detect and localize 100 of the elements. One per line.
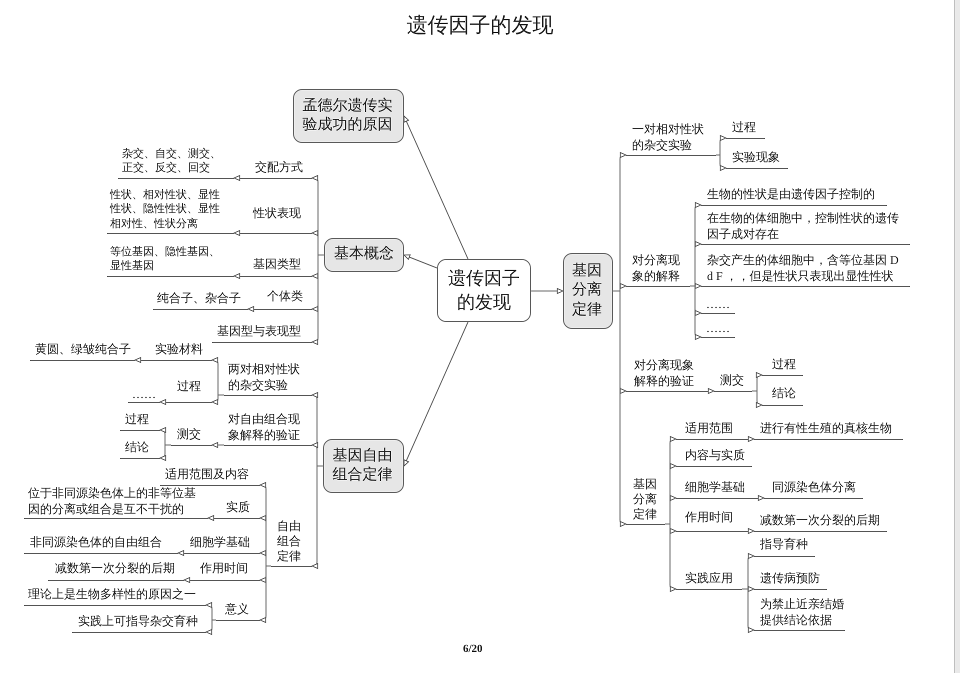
- topic-label: 一对相对性状的杂交实验: [632, 122, 705, 154]
- connector-arrow: [690, 286, 702, 340]
- topic-label: 指导育种: [760, 537, 808, 553]
- topic-label: 对自由组合现象解释的验证: [228, 412, 301, 444]
- topic-label: 实践应用: [685, 571, 733, 587]
- branch-topic: [762, 357, 803, 376]
- connector-arrow: [312, 254, 324, 345]
- connector-arrow: [742, 588, 754, 633]
- branch-topic: [72, 614, 206, 632]
- branch-topic: [120, 440, 160, 458]
- topic-label: 位于非同源染色体上的非等位基因的分离或组合是互不干扰的: [28, 486, 197, 518]
- branch-topic: [120, 412, 160, 430]
- branch-topic: [676, 480, 758, 498]
- topic-label: 过程: [125, 412, 149, 428]
- branch-topic: [153, 291, 248, 310]
- topic-label: 对分离现象的解释: [632, 253, 681, 284]
- topic-label: 杂交产生的体细胞中，含等位基因 D d F ，，但是性状只表现出显性性状: [707, 253, 900, 284]
- topic-label: 杂交、自交、测交、正交、反交、回交: [122, 147, 222, 176]
- topic-label: 交配方式: [255, 160, 303, 176]
- topic-label: 适用范围及内容: [165, 467, 249, 483]
- branch-topic: [107, 245, 234, 276]
- branch-topic: [24, 535, 178, 554]
- topic-label: 适用范围: [685, 421, 733, 437]
- branch-topic: [212, 324, 312, 342]
- connector-arrow: [312, 466, 324, 569]
- connector-arrow: [212, 394, 224, 405]
- topic-label: 过程: [772, 357, 796, 373]
- connector-arrow: [716, 154, 726, 171]
- topic-label: 作用时间: [685, 510, 733, 526]
- branch-topic: [726, 150, 788, 168]
- topic-label: 基因分离定律: [572, 262, 603, 320]
- branch-topic: [676, 448, 752, 466]
- connector-arrow: [664, 524, 676, 592]
- branch-topic: [171, 427, 212, 446]
- branch-topic: [214, 500, 260, 518]
- connector-arrow: [260, 566, 272, 623]
- topic-label: 基本概念: [334, 245, 394, 264]
- branch-topic: [240, 160, 312, 178]
- connector-arrow: [404, 116, 468, 260]
- connector-arrow: [134, 357, 142, 363]
- branch-topic: [764, 480, 863, 498]
- topic-label: 测交: [720, 373, 744, 389]
- topic-label: 两对相对性状的杂交实验: [228, 362, 301, 394]
- diagram-title: 遗传因子的发现: [406, 12, 554, 39]
- branch-topic: [714, 373, 752, 392]
- branch-topic: [754, 537, 815, 556]
- topic-label: 基因分离定律: [633, 477, 658, 522]
- topic-label: 个体类: [267, 289, 303, 305]
- branch-topic: [107, 188, 234, 234]
- topic-label: 减数第一次分裂的后期: [55, 561, 175, 577]
- connector-arrow: [178, 550, 184, 556]
- branch-topic: [626, 358, 708, 392]
- connector-arrow: [234, 230, 240, 236]
- connector-arrow: [752, 390, 762, 408]
- topic-label: 意义: [225, 602, 249, 618]
- branch-topic: [30, 342, 135, 360]
- connector-arrow: [212, 442, 224, 448]
- topic-label: 在生物的体细胞中，控制性状的遗传因子成对存在: [707, 211, 900, 242]
- connector-arrow: [708, 388, 714, 394]
- branch-topic: [626, 253, 690, 286]
- topic-label: 理论上是生物多样性的原因之一: [28, 587, 196, 603]
- branch-topic: [726, 120, 765, 138]
- branch-topic: [626, 122, 716, 156]
- connector-arrow: [404, 254, 438, 268]
- connector-arrow: [234, 175, 240, 181]
- topic-label: 生物的性状是由遗传因子控制的: [707, 187, 875, 203]
- topic-label: 基因类型: [253, 257, 301, 273]
- connector-arrow: [160, 444, 172, 461]
- connector-arrow: [758, 495, 764, 501]
- topic-label: 结论: [125, 440, 149, 456]
- branch-topic: [676, 510, 748, 532]
- branch-topic: [754, 421, 903, 440]
- topic-label: 实验现象: [732, 150, 780, 166]
- branch-topic: [626, 477, 665, 524]
- topic-label: 黄圆、绿皱纯合子: [35, 342, 131, 358]
- topic-label: 作用时间: [200, 561, 248, 577]
- topic-label: 为禁止近亲结婚提供结论依据: [760, 597, 845, 628]
- connector-arrow: [748, 436, 754, 442]
- topic-box: [324, 238, 404, 272]
- topic-label: 进行有性生殖的真核生物: [760, 421, 892, 437]
- connector-arrow: [748, 528, 754, 534]
- branch-topic: [224, 362, 312, 396]
- branch-topic: [118, 147, 234, 178]
- topic-label: ……: [132, 387, 156, 403]
- topic-label: ……: [706, 321, 730, 337]
- branch-topic: [701, 187, 887, 206]
- topic-label: 细胞学基础: [685, 480, 745, 496]
- topic-label: 遗传因子的发现: [447, 267, 521, 314]
- connector-arrow: [530, 288, 564, 294]
- central-topic-box: [437, 259, 531, 322]
- branch-topic: [240, 257, 312, 276]
- branch-topic: [676, 421, 748, 440]
- branch-topic: [762, 386, 803, 406]
- topic-label: 内容与实质: [685, 448, 745, 464]
- branch-topic: [254, 289, 312, 310]
- connector-arrow: [234, 273, 240, 279]
- connector-arrow: [208, 515, 214, 521]
- topic-label: 细胞学基础: [190, 535, 250, 551]
- page-number: 6/20: [463, 643, 483, 656]
- topic-label: 实验材料: [155, 342, 203, 358]
